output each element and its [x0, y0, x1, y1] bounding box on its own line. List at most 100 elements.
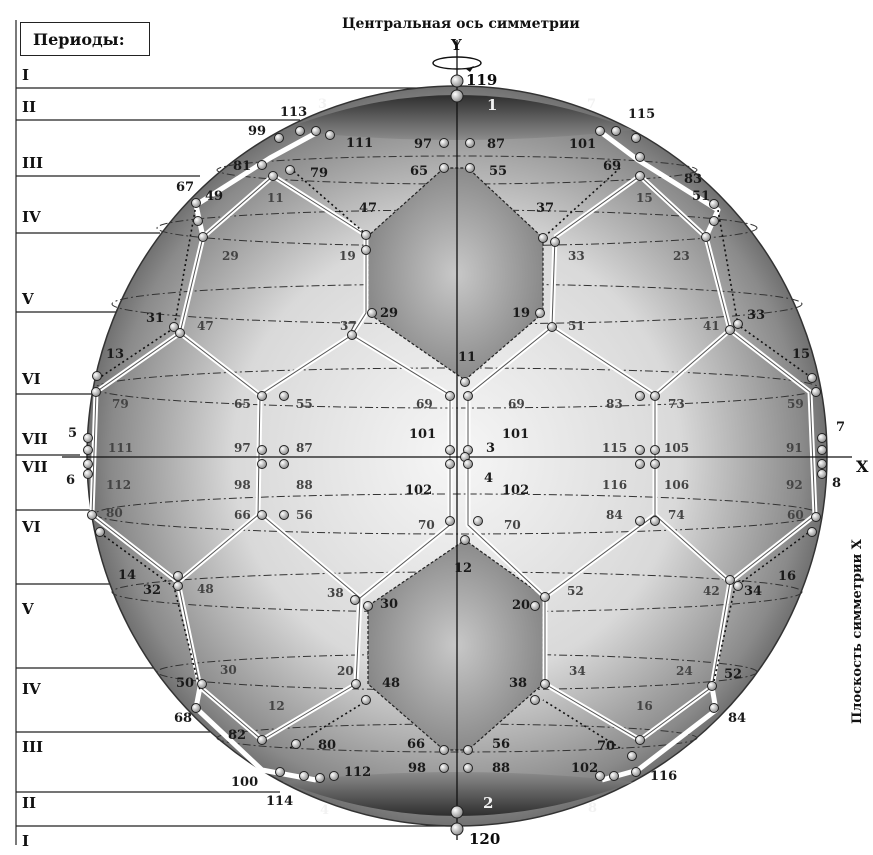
node-label: 12 [268, 699, 285, 713]
node-label: 23 [673, 249, 690, 263]
node-label: 111 [108, 441, 134, 455]
node-label: 69 [603, 159, 622, 174]
periods-box: Периоды: [20, 22, 150, 56]
node-label: 8 [832, 476, 842, 491]
node-label: 20 [337, 664, 354, 678]
node-label: 113 [280, 105, 308, 120]
node-label: 80 [318, 738, 337, 753]
node-label: 51 [568, 319, 585, 333]
node-label: 66 [407, 737, 426, 752]
period-label: VI [22, 370, 41, 388]
node-label: 116 [650, 769, 678, 784]
node-label: 115 [602, 441, 628, 455]
node-label: 16 [636, 699, 653, 713]
node-label: 15 [792, 347, 811, 362]
node-label: 88 [296, 478, 313, 492]
node-label: 12 [454, 561, 473, 576]
node-label: 48 [197, 582, 214, 596]
period-label: V [22, 290, 34, 308]
node-label: 24 [676, 664, 693, 678]
node-label: 74 [668, 508, 685, 522]
node-label: 4 [320, 803, 330, 818]
node-label: 30 [220, 663, 237, 677]
node-label: 48 [382, 676, 401, 691]
node-label: 47 [197, 319, 214, 333]
node-label: 29 [380, 306, 399, 321]
node-label: 106 [664, 478, 690, 492]
periods-label: Периоды: [33, 30, 125, 49]
period-label: IV [22, 680, 41, 698]
node-label: 66 [234, 508, 251, 522]
node-label: 7 [836, 420, 846, 435]
axis-x-label: X [856, 457, 869, 476]
node-label: 49 [205, 189, 224, 204]
period-label: II [22, 794, 37, 812]
period-label: VI [22, 518, 41, 536]
node-label: 84 [728, 711, 747, 726]
node-label: 2 [483, 794, 494, 812]
axis-title: Центральная ось симметрии [342, 16, 580, 32]
node-label: 65 [234, 397, 251, 411]
node-label: 11 [267, 191, 284, 205]
node-label: 114 [266, 794, 294, 809]
node-label: 37 [340, 319, 357, 333]
node-label: 80 [106, 506, 123, 520]
node-label: 16 [778, 569, 797, 584]
period-label: III [22, 738, 44, 756]
node-label: 55 [489, 164, 508, 179]
period-label: IV [22, 208, 41, 226]
node-label: 47 [359, 201, 378, 216]
node-label: 112 [106, 478, 132, 492]
node-label: 98 [408, 761, 427, 776]
node-label: 29 [222, 249, 239, 263]
node-label: 88 [492, 761, 511, 776]
node-label: 14 [118, 568, 137, 583]
period-label: VII [22, 430, 48, 448]
node-label: 84 [606, 508, 623, 522]
node-label: 52 [724, 667, 743, 682]
period-label: V [22, 600, 34, 618]
node-label: 65 [410, 164, 429, 179]
node-label: 69 [416, 397, 433, 411]
node-label: 31 [146, 311, 165, 326]
node-label: 79 [112, 397, 129, 411]
node-label: 119 [466, 71, 498, 89]
node-label: 3 [318, 97, 328, 112]
node-label: 11 [458, 350, 477, 365]
node-label: 3 [486, 441, 496, 456]
node-label: 70 [597, 739, 616, 754]
node-label: 55 [296, 397, 313, 411]
node-label: 98 [234, 478, 251, 492]
plane-title: Плоскость симметрии X [850, 539, 865, 724]
node-label: 81 [233, 159, 252, 174]
node-label: 33 [568, 249, 585, 263]
node-label: 33 [747, 308, 766, 323]
node-label: 52 [567, 584, 584, 598]
node-label: 69 [508, 397, 525, 411]
node-label: 115 [628, 107, 656, 122]
rotation-arrow [432, 56, 482, 70]
node-label: 100 [231, 775, 259, 790]
hex-bottom-center [367, 539, 544, 751]
node-label: 1 [487, 96, 498, 114]
period-label: VII [22, 458, 48, 476]
node-label: 116 [602, 478, 628, 492]
node-label: 34 [569, 664, 586, 678]
nodes [83, 74, 827, 836]
node-label: 87 [487, 137, 506, 152]
node-label: 6 [66, 473, 76, 488]
node-label: 102 [502, 483, 530, 498]
node-label: 34 [744, 584, 763, 599]
node-label: 41 [703, 319, 720, 333]
node-label: 99 [248, 124, 267, 139]
node-label: 20 [512, 598, 531, 613]
node-label: 51 [692, 189, 711, 204]
node-label: 13 [106, 347, 125, 362]
node-label: 83 [606, 397, 623, 411]
node-label: 19 [339, 249, 356, 263]
node-label: 30 [380, 597, 399, 612]
node-label: 32 [143, 583, 162, 598]
period-label: III [22, 154, 44, 172]
node-label: 111 [346, 136, 374, 151]
